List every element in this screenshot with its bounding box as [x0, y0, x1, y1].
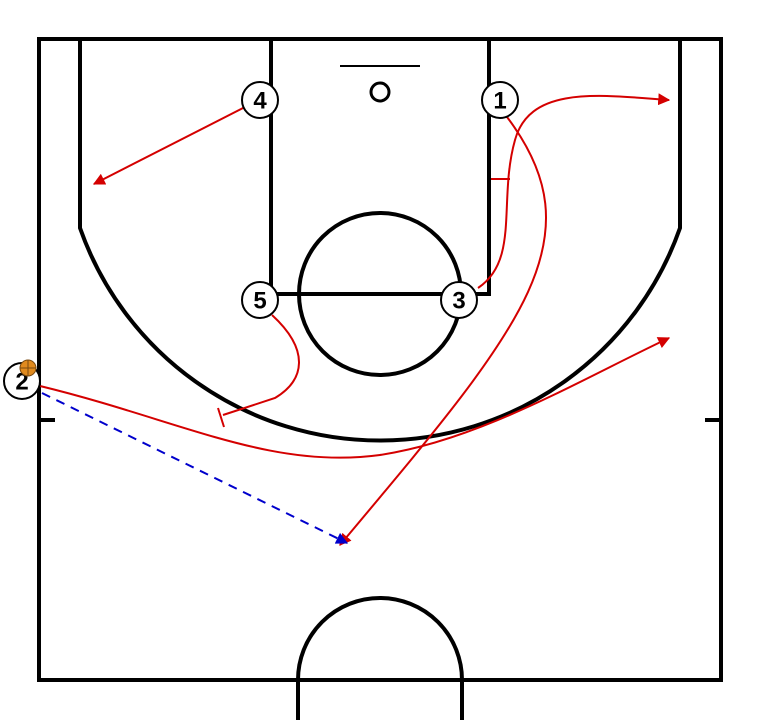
basket-rim — [369, 81, 391, 103]
player-4[interactable]: 4 — [241, 81, 279, 119]
cut-path-player-3 — [477, 93, 671, 289]
cut-path-player-2 — [39, 337, 671, 459]
player-5-label: 5 — [253, 288, 266, 315]
player-5[interactable]: 5 — [241, 281, 279, 319]
player-1[interactable]: 1 — [481, 81, 519, 119]
screen-mark-player-5 — [217, 407, 225, 428]
pass-path — [41, 392, 349, 544]
court-boundary — [37, 37, 723, 682]
basketball-icon — [19, 359, 37, 377]
center-circle — [296, 596, 464, 720]
players: 1 2 3 4 5 — [3, 81, 519, 400]
cut-path-player-4 — [92, 106, 246, 185]
paint-lane — [269, 37, 491, 296]
player-1-label: 1 — [493, 88, 506, 115]
player-3[interactable]: 3 — [440, 281, 478, 319]
screen-path-player-5 — [222, 314, 300, 416]
court-lines — [37, 37, 723, 720]
player-4-label: 4 — [253, 88, 267, 115]
movements — [39, 93, 671, 546]
cut-path-player-1 — [339, 116, 548, 546]
player-3-label: 3 — [452, 288, 465, 315]
three-point-line — [78, 39, 682, 443]
